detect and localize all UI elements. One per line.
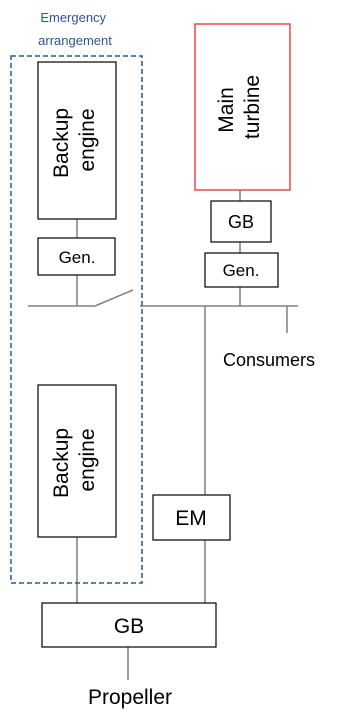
consumers-label: Consumers [223,350,315,370]
main-turbine-box [194,23,291,191]
generator-main-label: Gen. [223,261,260,280]
electric-motor-box [152,494,231,541]
main-turbine-label: Main turbine [215,75,264,139]
backup-engine-top-label: Backup engine [50,102,99,178]
generator-emergency-label: Gen. [59,248,96,267]
emergency-arrangement-frame [10,55,143,584]
main-gearbox-box [41,602,217,648]
generator-main-box [204,252,279,288]
electric-motor-label: EM [175,507,207,530]
backup-engine-bottom-box [37,384,117,538]
bus-switch [94,289,134,307]
backup-engine-bottom-label: Backup engine [50,422,99,498]
main-gearbox-label: GB [114,615,144,638]
generator-emergency-box [37,237,116,276]
gearbox-turbine-box [210,200,272,243]
emergency-arrangement-label: Emergency arrangement [38,10,112,48]
gearbox-turbine-label: GB [228,212,254,232]
propeller-label: Propeller [88,686,172,709]
backup-engine-top-box [37,61,117,220]
